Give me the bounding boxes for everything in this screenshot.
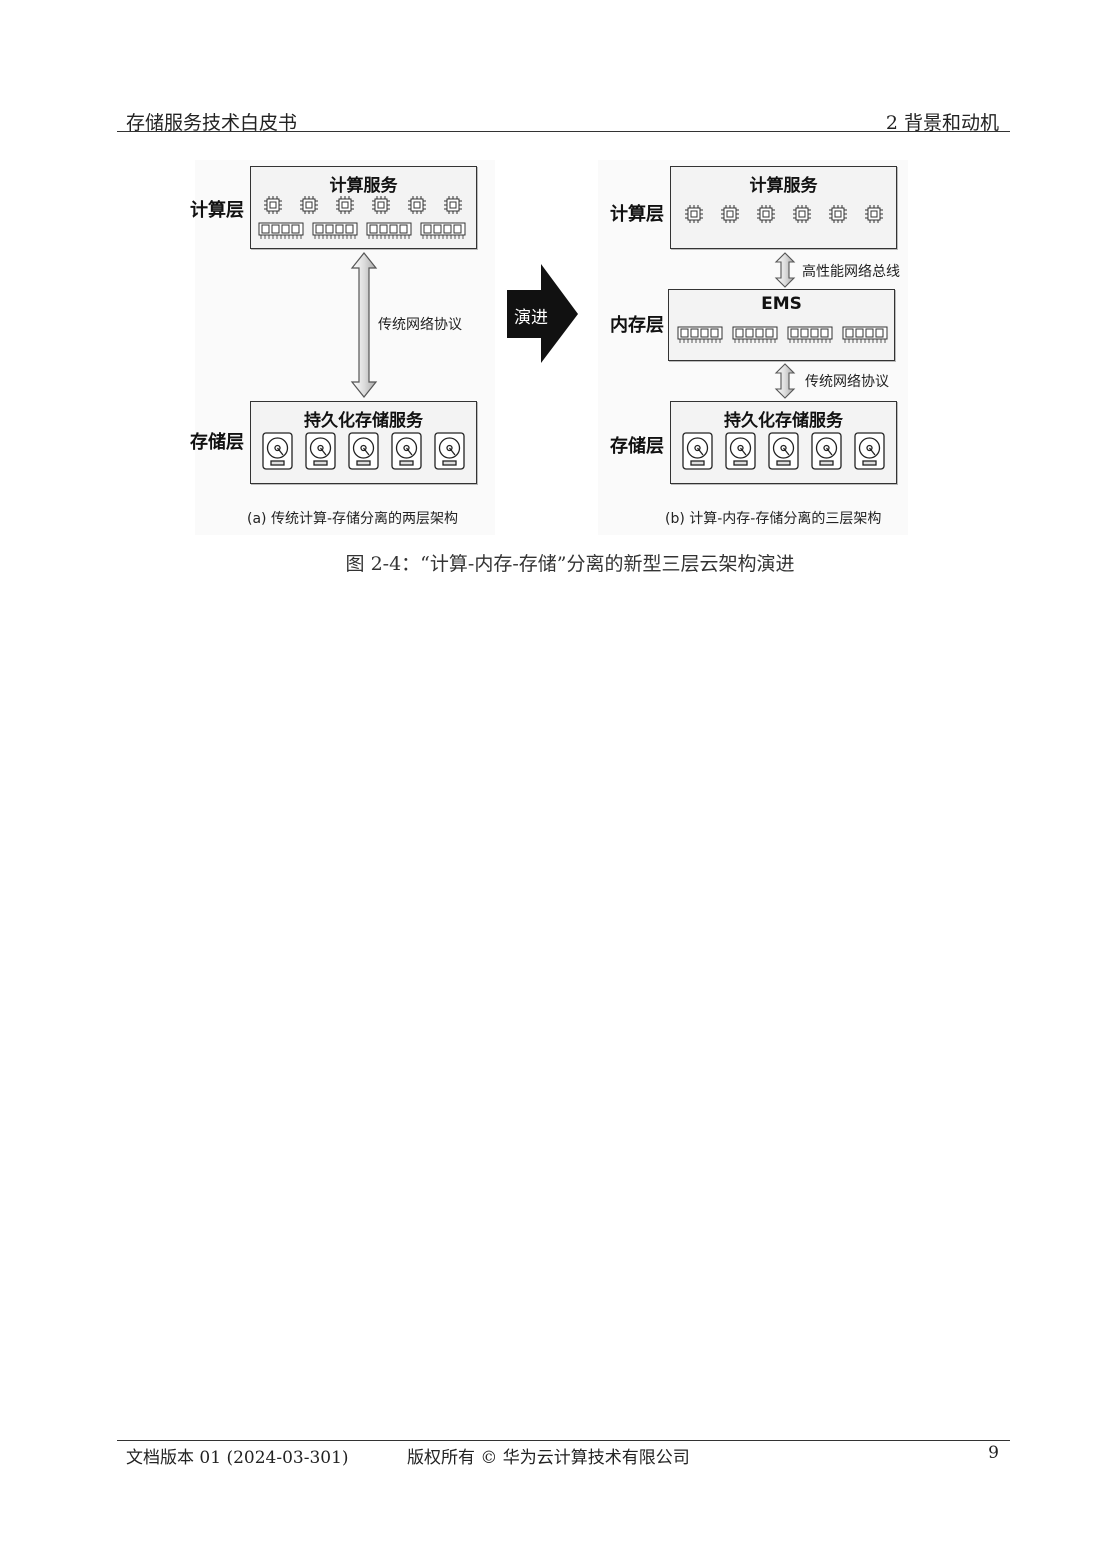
evolve-arrow bbox=[507, 264, 578, 363]
right-compute-box: 计算服务 bbox=[670, 166, 897, 249]
hard-disk-icon bbox=[725, 432, 756, 470]
footer-doc-version: 文档版本 01 (2024-03-301) bbox=[126, 1448, 349, 1468]
right-link2-label: 传统网络协议 bbox=[805, 374, 889, 390]
cpu-chip-icon bbox=[864, 204, 884, 224]
header-doc-title: 存储服务技术白皮书 bbox=[126, 112, 298, 134]
footer-copyright: 版权所有 © 华为云计算技术有限公司 bbox=[407, 1448, 690, 1468]
right-memory-box: EMS bbox=[668, 289, 895, 361]
cpu-chip-icon bbox=[335, 195, 355, 215]
right-disk-row bbox=[682, 432, 885, 470]
right-subcaption: (b) 计算-内存-存储分离的三层架构 bbox=[665, 511, 882, 527]
memory-module-icon bbox=[842, 326, 888, 344]
left-subcaption: (a) 传统计算-存储分离的两层架构 bbox=[247, 511, 459, 527]
right-storage-box: 持久化存储服务 bbox=[670, 401, 897, 484]
left-disk-row bbox=[262, 432, 465, 470]
cpu-chip-icon bbox=[828, 204, 848, 224]
right-compute-title: 计算服务 bbox=[749, 176, 818, 196]
left-cpu-row bbox=[263, 195, 463, 215]
cpu-chip-icon bbox=[720, 204, 740, 224]
hard-disk-icon bbox=[434, 432, 465, 470]
memory-module-icon bbox=[258, 222, 304, 240]
hard-disk-icon bbox=[811, 432, 842, 470]
memory-module-icon bbox=[366, 222, 412, 240]
left-ram-row bbox=[258, 222, 466, 240]
left-compute-box: 计算服务 bbox=[250, 166, 477, 249]
left-storage-label: 存储层 bbox=[190, 432, 244, 453]
header-rule bbox=[117, 131, 1010, 132]
left-compute-label: 计算层 bbox=[190, 200, 244, 221]
hard-disk-icon bbox=[348, 432, 379, 470]
left-link-arrow bbox=[350, 252, 378, 398]
memory-module-icon bbox=[677, 326, 723, 344]
right-memory-title: EMS bbox=[761, 294, 802, 314]
hard-disk-icon bbox=[262, 432, 293, 470]
right-storage-title: 持久化存储服务 bbox=[724, 411, 843, 431]
left-storage-title: 持久化存储服务 bbox=[304, 411, 423, 431]
cpu-chip-icon bbox=[792, 204, 812, 224]
figure-caption: 图 2-4：“计算-内存-存储”分离的新型三层云架构演进 bbox=[345, 553, 795, 575]
memory-module-icon bbox=[312, 222, 358, 240]
cpu-chip-icon bbox=[407, 195, 427, 215]
hard-disk-icon bbox=[682, 432, 713, 470]
cpu-chip-icon bbox=[443, 195, 463, 215]
footer-page-number: 9 bbox=[988, 1443, 999, 1463]
right-link1-arrow bbox=[774, 252, 796, 288]
cpu-chip-icon bbox=[263, 195, 283, 215]
right-memory-label: 内存层 bbox=[610, 315, 664, 336]
left-storage-box: 持久化存储服务 bbox=[250, 401, 477, 484]
right-storage-label: 存储层 bbox=[610, 436, 664, 457]
right-compute-label: 计算层 bbox=[610, 204, 664, 225]
right-ram-row bbox=[677, 326, 888, 344]
hard-disk-icon bbox=[305, 432, 336, 470]
right-cpu-row bbox=[684, 204, 884, 224]
hard-disk-icon bbox=[768, 432, 799, 470]
left-compute-title: 计算服务 bbox=[329, 176, 398, 196]
memory-module-icon bbox=[420, 222, 466, 240]
memory-module-icon bbox=[732, 326, 778, 344]
right-link1-label: 高性能网络总线 bbox=[802, 264, 900, 280]
cpu-chip-icon bbox=[371, 195, 391, 215]
header-chapter: 2 背景和动机 bbox=[885, 112, 999, 134]
right-link2-arrow bbox=[774, 363, 796, 399]
cpu-chip-icon bbox=[684, 204, 704, 224]
cpu-chip-icon bbox=[756, 204, 776, 224]
hard-disk-icon bbox=[854, 432, 885, 470]
evolve-label: 演进 bbox=[514, 308, 548, 328]
cpu-chip-icon bbox=[299, 195, 319, 215]
footer-rule bbox=[117, 1440, 1010, 1441]
hard-disk-icon bbox=[391, 432, 422, 470]
memory-module-icon bbox=[787, 326, 833, 344]
left-link-label: 传统网络协议 bbox=[378, 317, 462, 333]
